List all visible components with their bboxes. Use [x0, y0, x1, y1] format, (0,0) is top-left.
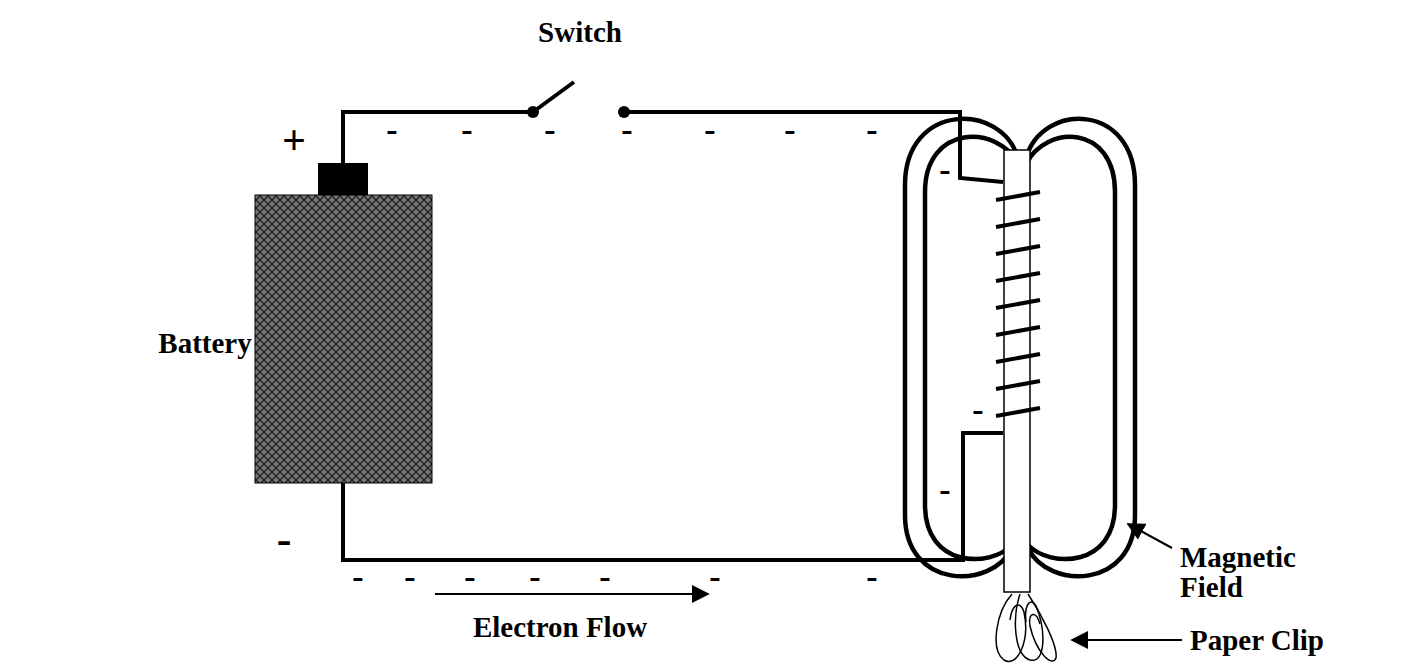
charge-sign: - — [386, 111, 397, 148]
charge-sign-box: - — [709, 559, 720, 595]
positive-sign: + — [282, 117, 306, 163]
charge-sign: - — [461, 111, 472, 148]
charge-sign-box: - — [972, 392, 983, 428]
charge-sign: - — [709, 558, 720, 595]
battery-body — [255, 195, 432, 483]
charge-sign-box: - — [544, 112, 555, 148]
battery-terminal — [318, 163, 368, 195]
paper-clip-label-box: Paper Clip — [1190, 625, 1324, 655]
charge-sign: - — [464, 558, 475, 595]
electron-flow-label: Electron Flow — [473, 611, 647, 643]
coil-windings — [996, 192, 1040, 416]
charge-sign-box: - — [599, 559, 610, 595]
iron-nail — [1004, 150, 1030, 592]
negative-sign-box: - — [277, 517, 292, 563]
charge-sign: - — [544, 111, 555, 148]
charge-sign-box: - — [939, 472, 950, 508]
field-leader — [1128, 524, 1172, 548]
charge-sign: - — [704, 111, 715, 148]
coil-turn — [996, 300, 1040, 308]
charge-sign: - — [939, 471, 950, 508]
switch-label: Switch — [538, 16, 622, 48]
charge-sign-box: - — [866, 112, 877, 148]
charge-sign: - — [866, 111, 877, 148]
paper-clips — [996, 594, 1056, 661]
coil-turn — [996, 219, 1040, 227]
paper-clip-label: Paper Clip — [1190, 624, 1324, 656]
electron-flow-label-box: Electron Flow — [473, 612, 647, 642]
charge-sign-box: - — [704, 112, 715, 148]
charge-sign: - — [972, 391, 983, 428]
charge-sign-box: - — [784, 112, 795, 148]
charge-sign: - — [352, 558, 363, 595]
coil-turn — [996, 327, 1040, 335]
charge-sign-box: - — [461, 112, 472, 148]
charge-sign-box: - — [939, 152, 950, 188]
switch-contact — [527, 106, 539, 118]
charge-sign-box: - — [866, 559, 877, 595]
charge-sign-box: - — [386, 112, 397, 148]
battery-label: Battery — [158, 327, 251, 359]
charge-sign: - — [404, 558, 415, 595]
magnetic-field-label: Magnetic Field — [1180, 541, 1296, 603]
battery-label-box: Battery — [158, 328, 251, 358]
switch-lever — [533, 82, 574, 112]
coil-turn — [996, 192, 1040, 200]
coil-turn — [996, 408, 1040, 416]
coil-turn — [996, 246, 1040, 254]
charge-sign-box: - — [404, 559, 415, 595]
switch-label-box: Switch — [538, 17, 622, 47]
charge-sign: - — [529, 558, 540, 595]
charge-sign: - — [866, 558, 877, 595]
electron-flow-arrow — [435, 593, 708, 595]
charge-sign-box: - — [352, 559, 363, 595]
clip-leader — [1072, 639, 1182, 641]
charge-sign-box: - — [464, 559, 475, 595]
charge-sign-box: - — [621, 112, 632, 148]
charge-sign: - — [621, 111, 632, 148]
coil-turn — [996, 381, 1040, 389]
negative-sign: - — [277, 515, 292, 564]
coil-turn — [996, 354, 1040, 362]
charge-sign: - — [599, 558, 610, 595]
charge-sign: - — [939, 151, 950, 188]
positive-sign-box: + — [282, 118, 306, 162]
charge-sign-box: - — [529, 559, 540, 595]
coil-turn — [996, 273, 1040, 281]
charge-sign: - — [784, 111, 795, 148]
magnetic-field-label-box: Magnetic Field — [1180, 542, 1320, 603]
